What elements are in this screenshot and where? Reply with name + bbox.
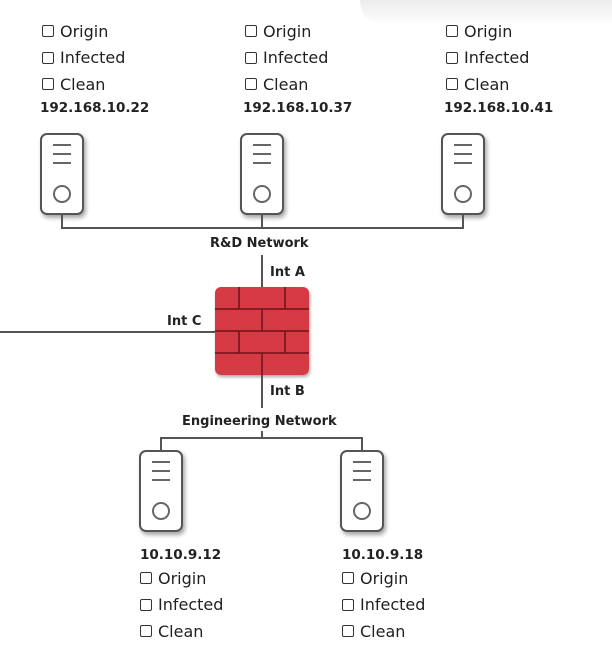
host-2-link <box>261 213 263 228</box>
origin-checkbox[interactable] <box>342 572 354 585</box>
engineering-network-label: Engineering Network <box>182 414 337 429</box>
clean-label: Clean <box>263 74 309 94</box>
host-1-server-icon[interactable] <box>40 133 84 215</box>
origin-option[interactable]: Origin <box>245 18 395 45</box>
infected-option[interactable]: Infected <box>140 592 290 619</box>
int-c-link <box>0 331 216 333</box>
clean-checkbox[interactable] <box>245 78 257 91</box>
int-a-link <box>261 255 263 288</box>
firewall-icon[interactable] <box>215 287 309 375</box>
host-4-ip: 10.10.9.12 <box>140 547 222 563</box>
host-3-link <box>462 213 464 228</box>
host-2-options: Origin Infected Clean <box>245 18 395 98</box>
host-4-server-icon[interactable] <box>139 450 183 532</box>
clean-checkbox[interactable] <box>342 625 354 638</box>
origin-label: Origin <box>360 568 409 588</box>
infected-option[interactable]: Infected <box>245 45 395 72</box>
origin-option[interactable]: Origin <box>446 18 596 45</box>
clean-option[interactable]: Clean <box>42 71 192 98</box>
infected-option[interactable]: Infected <box>446 45 596 72</box>
header-shadow <box>360 0 612 26</box>
host-2-server-icon[interactable] <box>240 133 284 215</box>
origin-checkbox[interactable] <box>446 25 458 38</box>
clean-option[interactable]: Clean <box>140 618 290 645</box>
origin-checkbox[interactable] <box>140 572 152 585</box>
infected-checkbox[interactable] <box>42 51 54 64</box>
clean-label: Clean <box>360 621 406 641</box>
origin-option[interactable]: Origin <box>342 565 492 592</box>
clean-option[interactable]: Clean <box>245 71 395 98</box>
host-1-link <box>61 213 63 228</box>
infected-checkbox[interactable] <box>342 598 354 611</box>
firewall-brick-icon <box>215 287 309 375</box>
host-1-options: Origin Infected Clean <box>42 18 192 98</box>
origin-label: Origin <box>263 21 312 41</box>
clean-label: Clean <box>464 74 510 94</box>
infected-checkbox[interactable] <box>245 51 257 64</box>
engineering-trunk <box>261 431 263 439</box>
host-4-options: Origin Infected Clean <box>140 565 290 645</box>
host-5-server-icon[interactable] <box>340 450 384 532</box>
clean-option[interactable]: Clean <box>342 618 492 645</box>
clean-option[interactable]: Clean <box>446 71 596 98</box>
int-c-label: Int C <box>167 314 202 329</box>
origin-label: Origin <box>158 568 207 588</box>
int-a-label: Int A <box>270 265 305 280</box>
host-1-ip: 192.168.10.22 <box>40 100 150 116</box>
host-4-link <box>160 437 162 451</box>
infected-label: Infected <box>263 48 329 68</box>
origin-checkbox[interactable] <box>245 25 257 38</box>
clean-label: Clean <box>158 621 204 641</box>
infected-option[interactable]: Infected <box>42 45 192 72</box>
host-5-link <box>361 437 363 451</box>
infected-checkbox[interactable] <box>140 598 152 611</box>
host-3-server-icon[interactable] <box>441 133 485 215</box>
origin-option[interactable]: Origin <box>140 565 290 592</box>
infected-label: Infected <box>464 48 530 68</box>
host-5-ip: 10.10.9.18 <box>342 547 424 563</box>
host-2-ip: 192.168.10.37 <box>243 100 353 116</box>
clean-label: Clean <box>60 74 106 94</box>
host-3-options: Origin Infected Clean <box>446 18 596 98</box>
int-b-label: Int B <box>270 384 305 399</box>
rd-network-bus <box>61 227 464 229</box>
int-b-link <box>261 375 263 408</box>
clean-checkbox[interactable] <box>140 625 152 638</box>
origin-label: Origin <box>60 21 109 41</box>
origin-checkbox[interactable] <box>42 25 54 38</box>
host-3-ip: 192.168.10.41 <box>444 100 554 116</box>
infected-option[interactable]: Infected <box>342 592 492 619</box>
clean-checkbox[interactable] <box>42 78 54 91</box>
infected-label: Infected <box>360 595 426 615</box>
engineering-network-bus <box>160 437 363 439</box>
host-5-options: Origin Infected Clean <box>342 565 492 645</box>
infected-label: Infected <box>158 595 224 615</box>
rd-network-label: R&D Network <box>210 236 309 251</box>
clean-checkbox[interactable] <box>446 78 458 91</box>
origin-option[interactable]: Origin <box>42 18 192 45</box>
infected-checkbox[interactable] <box>446 51 458 64</box>
infected-label: Infected <box>60 48 126 68</box>
origin-label: Origin <box>464 21 513 41</box>
